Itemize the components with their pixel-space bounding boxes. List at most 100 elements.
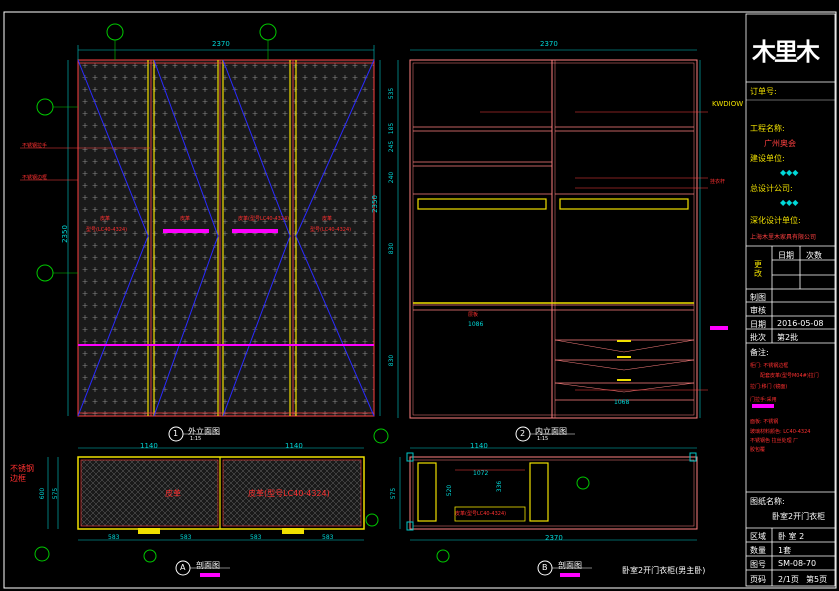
dim-bay-left: 1086 [468,321,484,328]
dim-outer-width: 2370 [212,40,230,48]
view-title-outer: 外立面图 [188,427,220,436]
dim-inner: 185 [388,122,396,135]
dim-inner: 535 [388,87,396,100]
times-col: 次数 [806,251,822,260]
note-line: 拉门:移门 (镜面) [750,384,788,390]
revision-label: 更改 [754,260,762,278]
date-label: 日期 [750,320,766,329]
dim-inner: 240 [388,171,396,184]
section-plan-b [373,428,698,577]
label-door-model: 型号(LC40-4324) [86,227,128,233]
dim-inner-width: 2370 [540,40,558,48]
view-label-1 [168,426,220,442]
dim-plan-bottom: 583 [322,534,334,541]
label-frame: 不锈钢边框 [22,175,48,181]
section-a-letter: A [180,563,186,572]
dim-bay-right: 1068 [614,399,630,406]
client-label: 建设单位: [750,154,785,163]
sheet-border [3,11,837,589]
section-b-title: 剖面图 [558,561,582,570]
area-label: 区域 [750,532,766,541]
note-line: 配套皮革(型号M04#)拉门 [760,373,819,379]
deep-design-label: 深化设计单位: [750,216,801,225]
page-total: 第5页 [806,575,828,584]
section-a-title: 剖面图 [196,561,220,570]
order-no-label: 订单号: [750,87,777,96]
batch-value: 第2批 [777,333,799,342]
qty-value: 1套 [778,546,792,555]
dim-plan-bottom: 583 [108,534,120,541]
bottom-title: 卧室2开门衣柜(男主卧) [622,566,706,575]
project-name: 广州奥会 [764,139,796,148]
batch-label: 批次 [750,333,766,342]
label-shelf: 层板 [468,312,479,318]
section-plan-a [34,447,379,577]
dim-inner: 830 [388,354,396,367]
label-panel-d: 皮革 [322,216,333,222]
dim-inner-plan-detail: 520 [446,484,454,497]
section-frame-label: 不锈钢 边框 [10,464,34,483]
date-value: 2016-05-08 [777,319,824,328]
qty-label: 数量 [750,546,766,555]
dim-outer-height-right: 2350 [370,195,379,213]
area-value: 卧 室 2 [778,532,805,541]
dim-inner-plan-bottom: 2370 [545,534,563,542]
dim-inner-plan-detail: 1072 [473,470,489,477]
deep-design-value: 上海木里木家具有限公司 [750,234,817,241]
dim-inner: 245 [388,140,396,153]
dim-plan-side: 575 [52,487,60,500]
company-logo: 木里木 [752,37,820,66]
dim-inner-plan-detail: 336 [496,480,504,493]
view-label-2 [515,426,575,442]
drawing-name-label: 图纸名称: [750,497,785,506]
note-line: 胶包覆 [750,447,766,453]
dim-plan-top: 1140 [285,442,303,450]
note-line: 柜门: 不锈钢边框 [750,363,789,369]
view-scale-inner: 1:15 [537,436,549,442]
view-title-inner: 内立面图 [535,427,567,436]
plan-lamp-label: 皮革(型号LC40-4324) [455,511,507,517]
label-panel-a: 皮革 [100,216,111,222]
checked-label: 审核 [750,306,766,315]
client-value: ◆◆◆ [780,168,799,177]
label-rod: 挂衣杆 [710,179,726,185]
dim-plan-bottom: 583 [180,534,192,541]
page-value: 2/1页 [778,575,799,584]
view-scale-outer: 1:15 [190,436,202,442]
notes-label: 备注: [750,348,769,357]
note-line: 门拉手:采用 [750,397,777,403]
dim-inner-plan-top: 1140 [470,442,488,450]
dim-inner: 830 [388,242,396,255]
dim-plan-top: 1140 [140,442,158,450]
drawn-label: 制图 [750,293,766,302]
plan-left-panel: 皮革 [165,489,181,498]
plan-right-panel: 皮革(型号LC40-4324) [248,489,330,498]
view-num-outer: 1 [173,429,179,438]
date-col: 日期 [778,251,794,260]
project-name-label: 工程名称: [750,124,785,133]
section-b-letter: B [542,563,548,572]
designer-value: ◆◆◆ [780,198,799,207]
dim-outer-height: 2350 [60,225,69,243]
label-panel-b: 皮革 [180,216,191,222]
note-line: 面板: 不锈钢 [750,419,779,425]
dim-plan-side: 600 [39,487,47,500]
dim-inner-plan-side: 575 [390,487,398,500]
page-label: 页码 [750,575,766,584]
drawing-no: SM-08-70 [778,559,817,568]
label-panel-c: 皮革(型号LC40-4324) [238,216,290,222]
designer-label: 总设计公司: [750,184,793,193]
dim-plan-bottom: 583 [250,534,262,541]
inner-elevation [397,49,774,419]
drawing-name: 卧室2开门衣柜 [772,512,826,521]
view-num-inner: 2 [520,429,526,438]
brand-tag: KWDIOW [712,100,744,108]
note-line: 玻璃材料颜色: LC40-4324 [750,429,811,435]
label-pull-handle: 不锈钢拉手 [22,143,48,149]
outer-elevation [20,23,381,417]
drawing-no-label: 图号 [750,560,766,569]
label-door-model: 型号(LC40-4324) [310,227,352,233]
title-block [745,13,836,587]
